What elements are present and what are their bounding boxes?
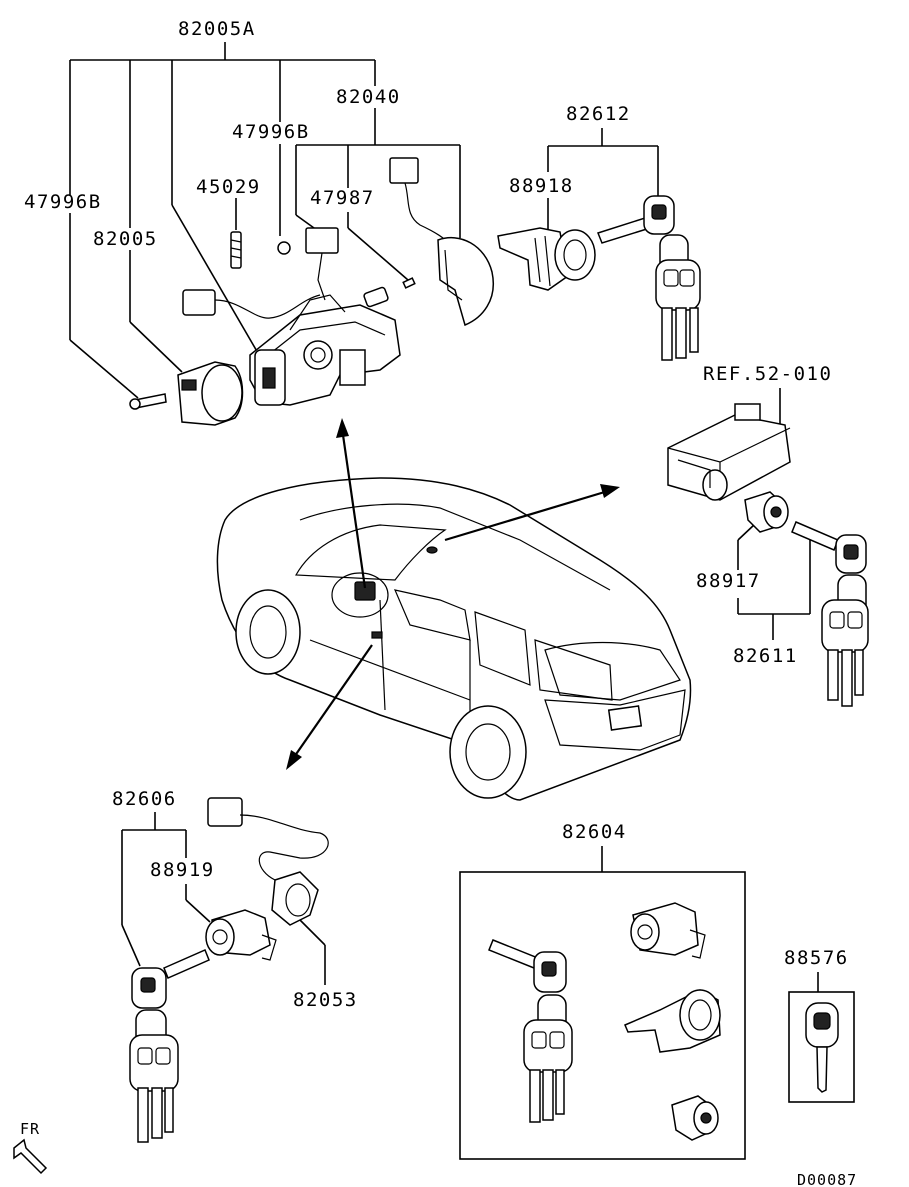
label-82005: 82005	[93, 228, 158, 250]
ignition-switch	[129, 361, 244, 426]
pointer-arrows	[286, 418, 620, 770]
label-82611: 82611	[733, 645, 798, 667]
kit-keys	[488, 939, 573, 1123]
kit-small-cylinder	[671, 1095, 719, 1141]
label-82606: 82606	[112, 788, 177, 810]
cylinder-88919	[205, 909, 277, 961]
cylinder-88917	[744, 491, 789, 533]
label-47996B-left: 47996B	[24, 191, 102, 213]
label-88918: 88918	[509, 175, 574, 197]
label-82040: 82040	[336, 86, 401, 108]
label-82005A: 82005A	[178, 18, 256, 40]
blank-key-88576	[805, 1002, 839, 1093]
leader-lines-82005A	[69, 42, 376, 399]
label-47996B-top: 47996B	[232, 121, 310, 143]
kit-ignition-cylinder	[624, 989, 721, 1053]
leader-line-82053	[297, 917, 326, 985]
leader-lines-82040	[295, 108, 461, 281]
label-82612: 82612	[566, 103, 631, 125]
label-ref-52-010: REF.52-010	[703, 363, 832, 385]
vehicle-illustration	[216, 477, 692, 801]
keys-82612	[597, 195, 701, 361]
kit-door-cylinder	[630, 902, 706, 959]
keys-82606	[129, 949, 210, 1143]
label-45029: 45029	[196, 176, 261, 198]
diagram-code: D00087	[797, 1171, 857, 1187]
label-47987: 47987	[310, 187, 375, 209]
harness-82053	[207, 797, 329, 926]
label-82604: 82604	[562, 821, 627, 843]
leader-lines-82606	[121, 812, 211, 967]
key-box-88576	[788, 991, 855, 1103]
label-88919: 88919	[150, 859, 215, 881]
ignition-cylinder-88918	[497, 227, 596, 291]
console-block	[667, 403, 791, 501]
label-88576: 88576	[784, 947, 849, 969]
key-reminder-switch	[389, 157, 494, 327]
leader-lines-82611	[737, 523, 811, 640]
label-88917: 88917	[696, 570, 761, 592]
keys-82611	[791, 521, 869, 707]
label-82053: 82053	[293, 989, 358, 1011]
label-fr: FR	[20, 1120, 40, 1138]
forward-arrow-icon	[13, 1138, 48, 1175]
kit-box-82604	[459, 871, 746, 1160]
steering-lock-assembly	[182, 227, 416, 406]
leader-lines-82612	[547, 128, 659, 240]
